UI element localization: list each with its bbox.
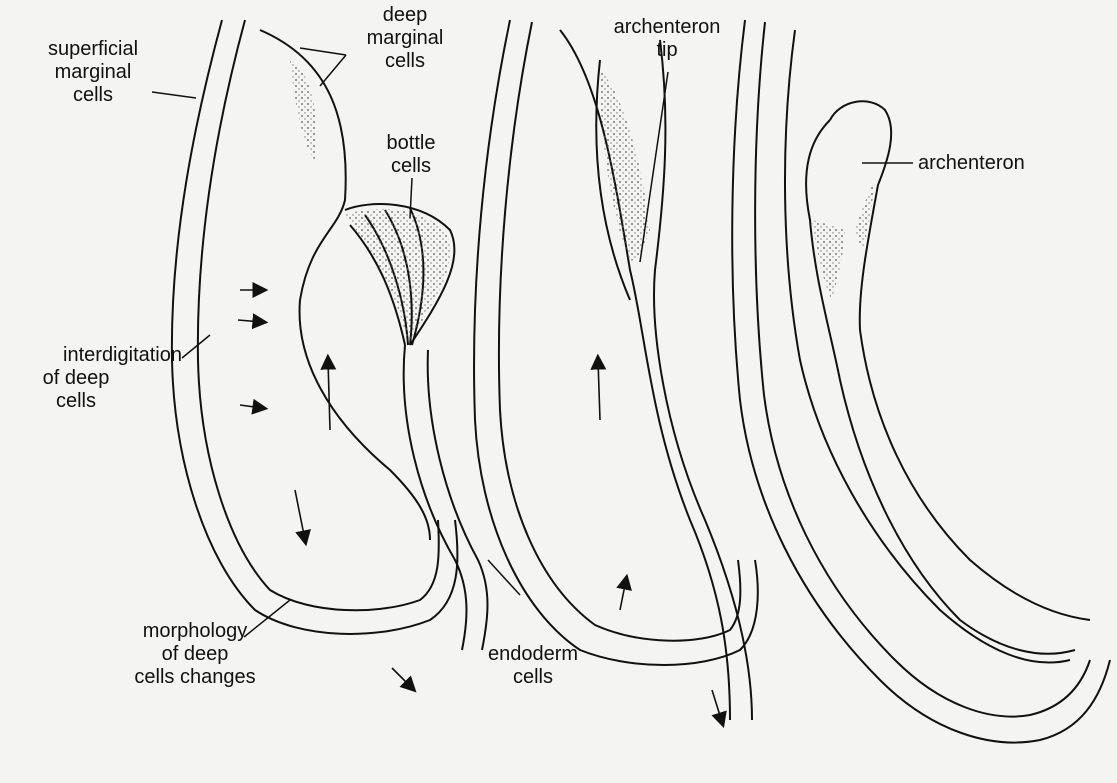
label-morphology-of-deep-cells-changes: morphology of deep cells changes: [100, 620, 290, 689]
label-archenteron-tip: archenteron tip: [592, 16, 742, 62]
label-archenteron: archenteron: [918, 152, 1025, 175]
label-interdigitation-of-deep-cells: interdigitation of deep cells: [6, 344, 182, 413]
stage-3-tissue: [732, 20, 1110, 743]
stage-2-arrow-marks: [598, 360, 722, 722]
label-endoderm-cells: endoderm cells: [468, 643, 598, 689]
label-bottle-cells: bottle cells: [366, 132, 456, 178]
label-superficial-marginal-cells: superficial marginal cells: [28, 38, 158, 107]
stage-3-stipple: [812, 180, 875, 300]
label-deep-marginal-cells: deep marginal cells: [350, 4, 460, 73]
leader-lines: [152, 48, 913, 637]
stage-1-tissue: [172, 20, 488, 650]
stage-1-stipple: [290, 60, 450, 343]
